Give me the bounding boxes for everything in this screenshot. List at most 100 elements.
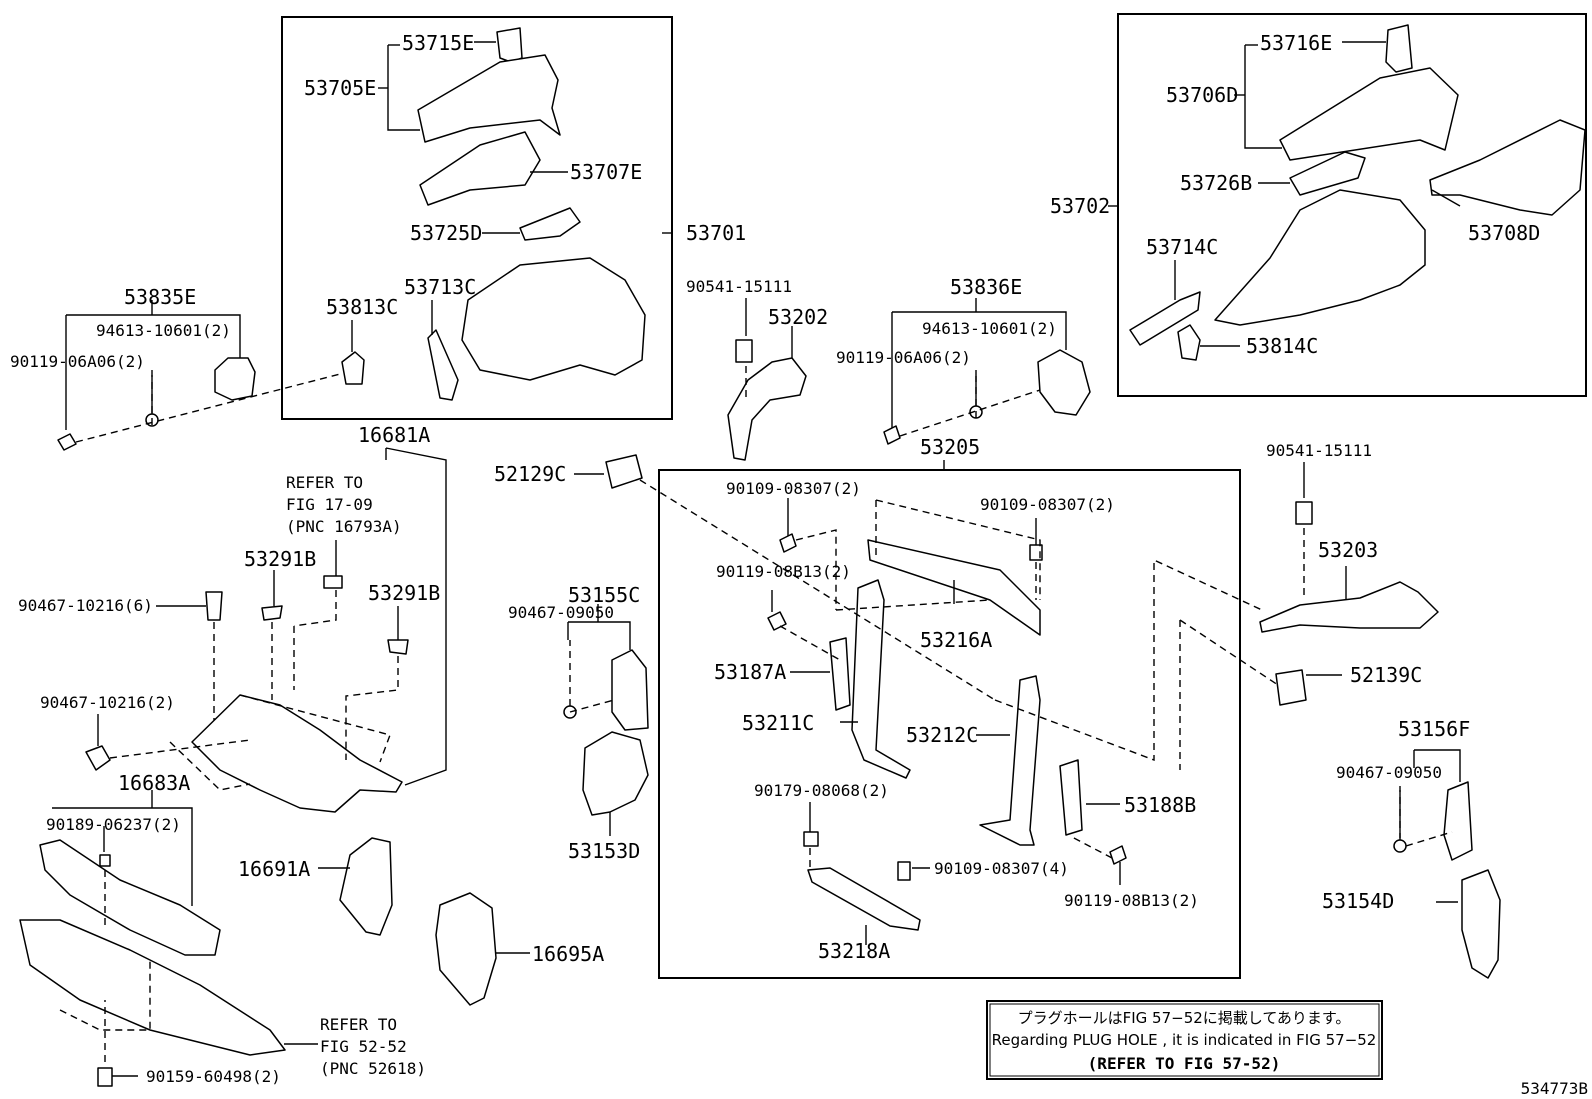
part-16691A-icon bbox=[339, 837, 393, 936]
part-bolt-90109-b-icon bbox=[1029, 544, 1043, 561]
label-53212C: 53212C bbox=[906, 723, 978, 747]
note-box bbox=[986, 1000, 1383, 1080]
part-53835E-icon bbox=[214, 357, 256, 401]
label-52139C: 52139C bbox=[1350, 663, 1422, 687]
label-53705E: 53705E bbox=[304, 76, 376, 100]
label-53202: 53202 bbox=[768, 305, 828, 329]
ref-52-52-line3: (PNC 52618) bbox=[320, 1059, 426, 1078]
label-53153D: 53153D bbox=[568, 839, 640, 863]
part-90189-icon bbox=[99, 854, 111, 867]
part-53708D-icon bbox=[1429, 119, 1586, 216]
diagram-id: 534773B bbox=[1521, 1079, 1588, 1098]
ref-52-52-line1: REFER TO bbox=[320, 1015, 397, 1034]
part-53714C-icon bbox=[1129, 291, 1201, 346]
label-53725D: 53725D bbox=[410, 221, 482, 245]
part-53202-icon bbox=[727, 357, 807, 461]
part-labels: 53715E 53705E 53707E 53725D 53701 53813C… bbox=[10, 31, 1540, 1086]
part-52618-cover-icon bbox=[19, 919, 286, 1056]
group-box-53702 bbox=[1117, 13, 1587, 397]
leader-lines bbox=[52, 41, 1461, 1077]
part-53203-icon bbox=[1259, 581, 1439, 633]
label-53187A: 53187A bbox=[714, 660, 786, 684]
label-53155C: 53155C bbox=[568, 583, 640, 607]
label-53714C: 53714C bbox=[1146, 235, 1218, 259]
part-90159-icon bbox=[97, 1067, 113, 1087]
part-53726B-icon bbox=[1289, 151, 1366, 196]
part-53291B-a-icon bbox=[261, 605, 283, 621]
label-53156F: 53156F bbox=[1398, 717, 1470, 741]
label-53154D: 53154D bbox=[1322, 889, 1394, 913]
label-53188B: 53188B bbox=[1124, 793, 1196, 817]
part-16695A-icon bbox=[435, 892, 497, 1006]
part-53156F-icon bbox=[1443, 781, 1473, 861]
part-53836E-icon bbox=[1037, 349, 1091, 416]
label-53813C: 53813C bbox=[326, 295, 398, 319]
part-53813C-icon bbox=[341, 351, 365, 385]
label-53706D: 53706D bbox=[1166, 83, 1238, 107]
label-90119-08B13-a: 90119-08B13(2) bbox=[716, 562, 851, 581]
part-53187A-icon bbox=[829, 637, 851, 711]
part-53725D-icon bbox=[519, 207, 581, 241]
label-16683A: 16683A bbox=[118, 771, 190, 795]
part-16681A-icon bbox=[191, 694, 403, 813]
part-53715E-icon bbox=[496, 27, 523, 63]
plug-hole-note: プラグホールはFIG 57−52に掲載してあります。 Regarding PLU… bbox=[992, 1009, 1377, 1073]
note-english: Regarding PLUG HOLE , it is indicated in… bbox=[992, 1031, 1377, 1049]
part-drawings bbox=[19, 24, 1586, 1087]
label-16681A: 16681A bbox=[358, 423, 430, 447]
label-53715E: 53715E bbox=[402, 31, 474, 55]
part-53713C-brace bbox=[427, 329, 459, 401]
ref-17-09-line2: FIG 17-09 bbox=[286, 495, 373, 514]
label-90467-09050-b: 90467-09050 bbox=[1336, 763, 1442, 782]
note-reference: (REFER TO FIG 57-52) bbox=[1088, 1054, 1281, 1073]
label-53814C: 53814C bbox=[1246, 334, 1318, 358]
part-52129C-icon bbox=[605, 454, 643, 489]
label-53707E: 53707E bbox=[570, 160, 642, 184]
label-53216A: 53216A bbox=[920, 628, 992, 652]
label-90541-left: 90541-15111 bbox=[686, 277, 792, 296]
label-90541-right: 90541-15111 bbox=[1266, 441, 1372, 460]
part-53153D-icon bbox=[582, 731, 649, 816]
note-box-inner bbox=[989, 1003, 1380, 1077]
label-53291B-a: 53291B bbox=[244, 547, 316, 571]
part-53716E-icon bbox=[1385, 24, 1413, 73]
part-53707E-icon bbox=[419, 131, 541, 206]
label-90189-06237: 90189-06237(2) bbox=[46, 815, 181, 834]
part-90467-09050-b-icon bbox=[1393, 839, 1407, 853]
group-box-53205 bbox=[658, 469, 1241, 979]
part-bolt-90109-a-icon bbox=[779, 533, 797, 553]
part-53713C-icon bbox=[461, 257, 646, 381]
part-53218A-icon bbox=[807, 867, 921, 931]
label-53726B: 53726B bbox=[1180, 171, 1252, 195]
label-90119-08B13-b: 90119-08B13(2) bbox=[1064, 891, 1199, 910]
part-53814C-icon bbox=[1177, 324, 1201, 361]
part-53291B-b-icon bbox=[387, 639, 409, 655]
ref-17-09-line3: (PNC 16793A) bbox=[286, 517, 402, 536]
part-53154D-icon bbox=[1461, 869, 1501, 979]
label-90109-08307-b: 90109-08307(2) bbox=[980, 495, 1115, 514]
label-53701: 53701 bbox=[686, 221, 746, 245]
label-90467-09050-a: 90467-09050 bbox=[508, 603, 614, 622]
part-90119-06A06-left-icon bbox=[57, 433, 77, 451]
part-90467-10216-6-icon bbox=[205, 591, 223, 621]
label-53291B-b: 53291B bbox=[368, 581, 440, 605]
label-16691A: 16691A bbox=[238, 857, 310, 881]
label-53205: 53205 bbox=[920, 435, 980, 459]
part-90119-06A06-right-icon bbox=[883, 425, 901, 445]
part-bolt-90109-c-icon bbox=[897, 861, 911, 881]
part-53702-apron-icon bbox=[1214, 189, 1426, 326]
dashed-assembly-lines bbox=[59, 366, 1453, 1062]
ref-17-09-line1: REFER TO bbox=[286, 473, 363, 492]
label-90179-08068: 90179-08068(2) bbox=[754, 781, 889, 800]
label-90119-06A06-left: 90119-06A06(2) bbox=[10, 352, 145, 371]
part-53706D-icon bbox=[1279, 67, 1459, 161]
part-nut-90179-icon bbox=[803, 831, 819, 847]
label-53708D: 53708D bbox=[1468, 221, 1540, 245]
label-53702: 53702 bbox=[1050, 194, 1110, 218]
part-53705E-icon bbox=[417, 54, 561, 143]
label-90467-10216-6: 90467-10216(6) bbox=[18, 596, 153, 615]
part-bolt-90119-08B13-a-icon bbox=[767, 611, 787, 631]
label-53836E: 53836E bbox=[950, 275, 1022, 299]
part-53211C-icon bbox=[851, 579, 911, 779]
